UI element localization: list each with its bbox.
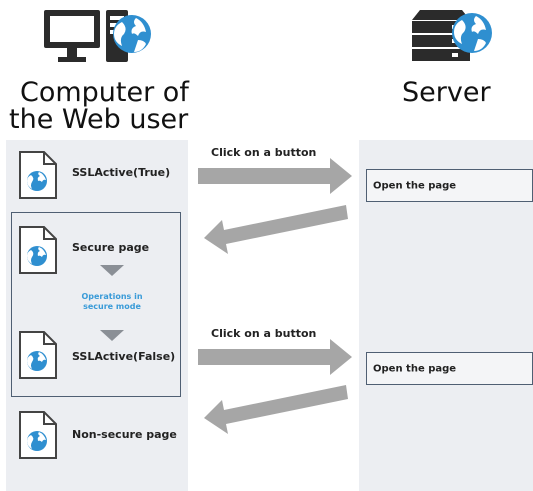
secure-mode-label: Operations in secure mode: [62, 292, 162, 312]
server-open-page-label: Open the page: [373, 363, 457, 374]
page-globe-icon: [18, 225, 58, 275]
page-globe-icon: [18, 330, 58, 380]
computer-icon: [42, 6, 154, 68]
server-open-page-label: Open the page: [373, 180, 457, 191]
request-arrow-1: [198, 158, 352, 194]
request-label-2: Click on a button: [211, 327, 317, 340]
secure-mode-group: [11, 212, 181, 397]
response-arrow-2: [204, 385, 348, 434]
step-secure-page: Secure page: [72, 241, 150, 254]
secure-mode-line1: Operations in: [81, 292, 143, 301]
step-non-secure-page: Non-secure page: [72, 428, 177, 441]
request-arrow-2: [198, 339, 352, 375]
down-arrow-icon: [100, 330, 124, 341]
client-title-line1: Computer of: [20, 77, 189, 108]
step-ssl-active-false: SSLActive(False): [72, 350, 176, 363]
step-ssl-active-true: SSLActive(True): [72, 166, 171, 179]
response-arrow-1: [204, 205, 348, 254]
server-title: Server: [402, 77, 491, 108]
server-open-page-box-2: Open the page: [366, 352, 533, 385]
request-label-1: Click on a button: [211, 146, 317, 159]
page-globe-icon: [18, 150, 58, 200]
page-globe-icon: [18, 410, 58, 460]
server-icon: [408, 6, 494, 64]
secure-mode-line2: secure mode: [83, 302, 141, 311]
client-title-line2: the Web user: [9, 104, 189, 135]
server-open-page-box-1: Open the page: [366, 169, 533, 202]
down-arrow-icon: [100, 265, 124, 276]
